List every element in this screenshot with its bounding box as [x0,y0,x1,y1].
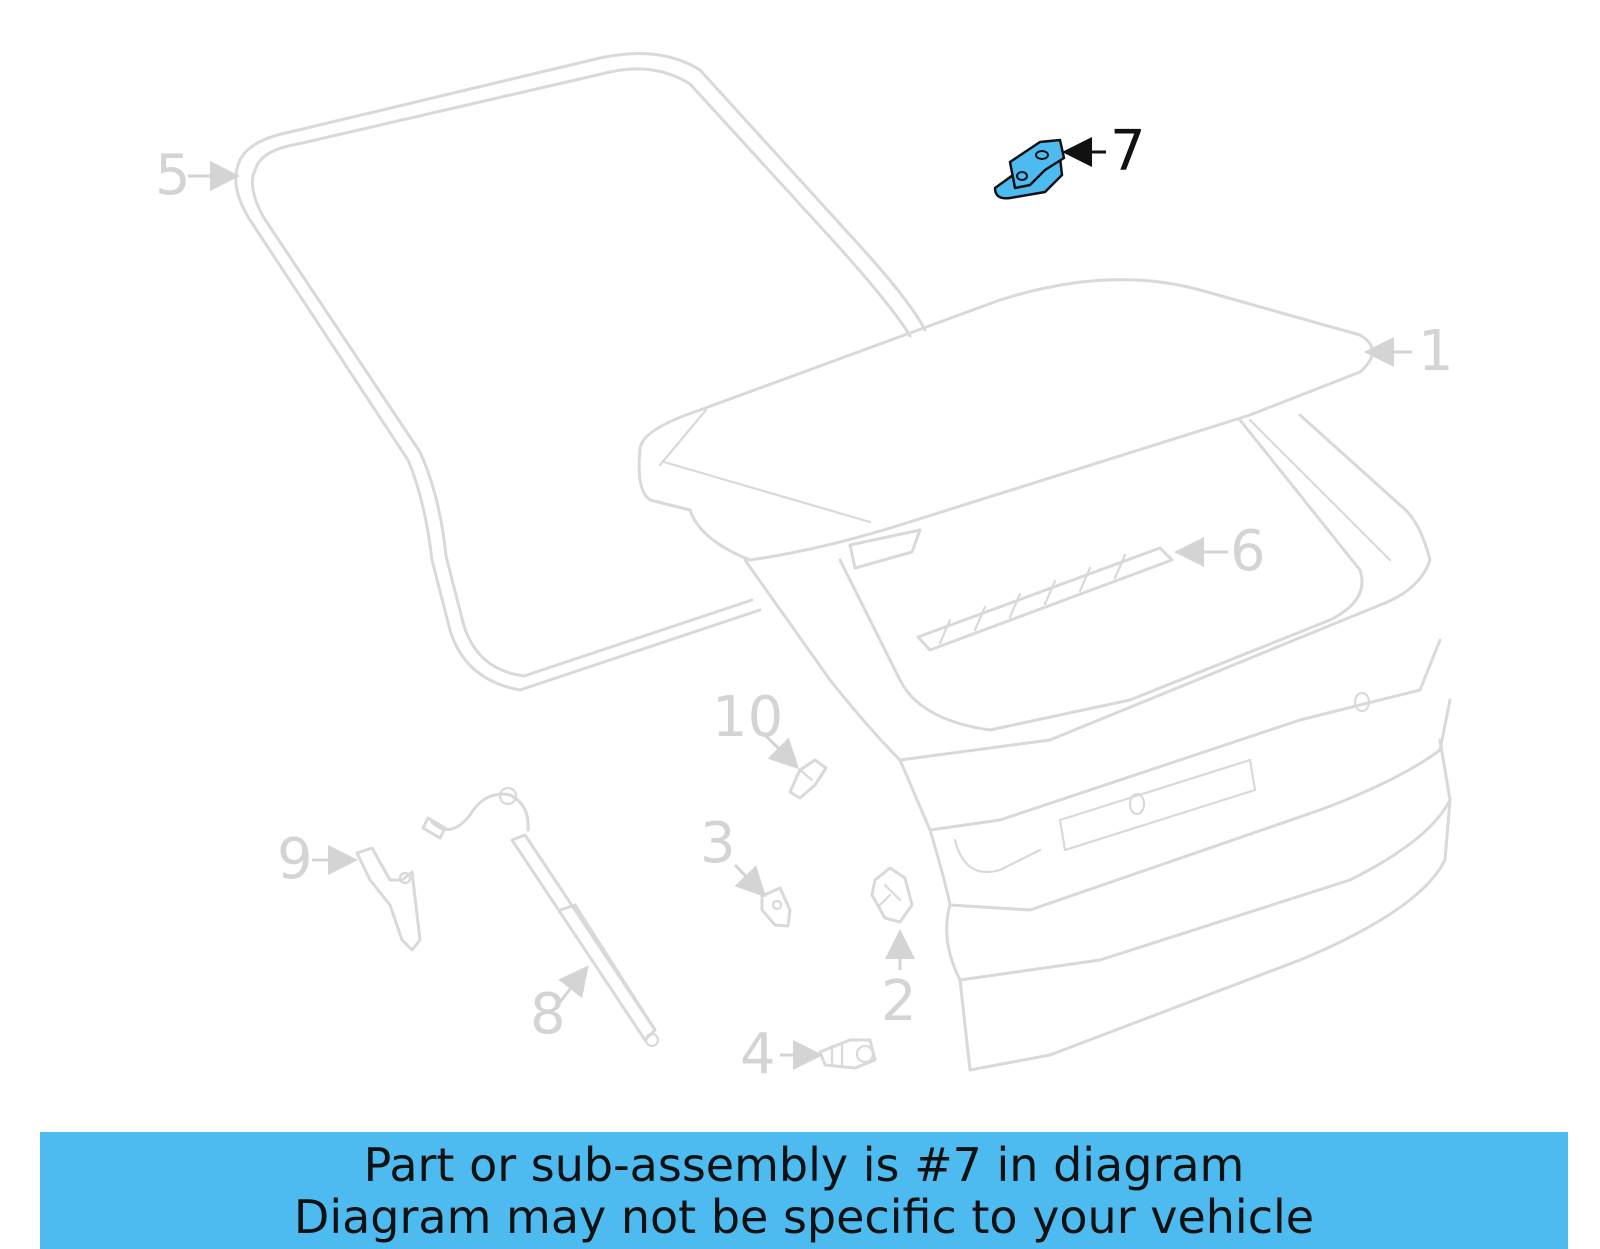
banner-part-line: Part or sub-assembly is #7 in diagram [363,1137,1245,1192]
callout-labels: 1 2 3 4 5 6 7 8 9 10 [155,119,1454,1087]
banner-disclaimer-line: Diagram may not be specific to your vehi… [293,1189,1315,1244]
callout-5: 5 [155,143,191,208]
weatherstrip-seal-part [234,52,927,692]
callout-3: 3 [700,811,736,876]
info-banner: Part or sub-assembly is #7 in diagram Di… [40,1132,1568,1249]
callout-4: 4 [740,1022,776,1087]
parts-diagram: 1 2 3 4 5 6 7 8 9 10 [155,52,1454,1087]
callout-10: 10 [712,685,783,750]
callout-1: 1 [1418,319,1454,384]
fastener-part-10 [788,758,828,800]
hinge-bracket-part-highlighted [993,138,1066,200]
callout-6: 6 [1230,519,1266,584]
callout-2: 2 [881,969,917,1034]
callout-9: 9 [277,827,313,892]
callout-8: 8 [530,982,566,1047]
leader-10 [763,733,800,770]
leader-3 [733,863,767,898]
liftgate-part [637,278,1452,1072]
bumper-stop-part-4 [818,1038,877,1070]
gas-strut-part-8 [421,786,660,1048]
leader-8 [558,965,589,1003]
hinge-arm-part-9 [355,846,422,952]
leader-lines [188,137,1412,1070]
callout-7: 7 [1110,119,1146,184]
brake-light-part [916,546,1174,652]
clip-part-3 [760,886,792,928]
latch-part-2 [870,866,914,924]
